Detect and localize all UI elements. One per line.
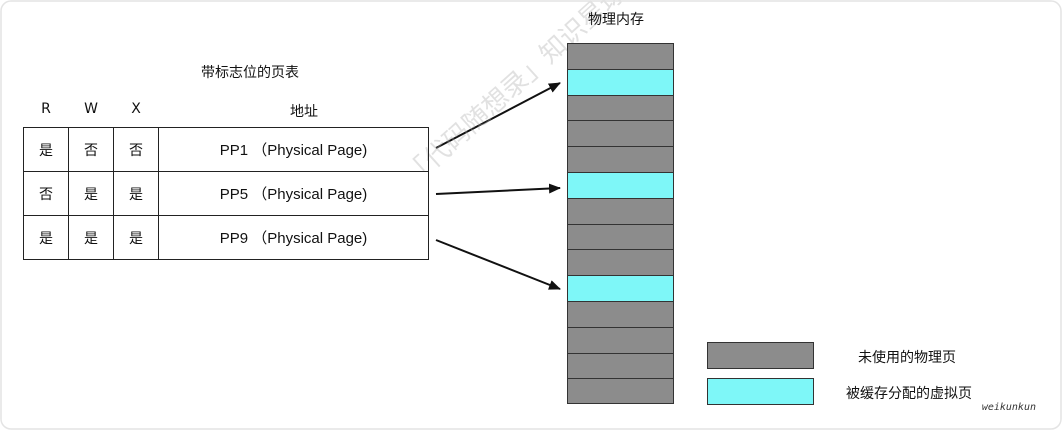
cell-x: 是 (113, 171, 159, 216)
physical-memory (567, 43, 674, 405)
header-r: R (41, 101, 51, 117)
legend-swatch-unused (707, 342, 814, 369)
legend-label-cached: 被缓存分配的虚拟页 (846, 386, 972, 402)
legend-swatch-cached (707, 378, 814, 405)
table-row: 否 是 是 PP5 （Physical Page) (23, 171, 429, 216)
page-table-title: 带标志位的页表 (201, 65, 299, 81)
table-row: 是 是 是 PP9 （Physical Page) (23, 215, 429, 260)
cell-x: 是 (113, 215, 159, 260)
arrow-pp9 (435, 239, 561, 290)
cell-address: PP9 （Physical Page) (158, 215, 429, 260)
header-address: 地址 (290, 104, 318, 120)
memory-block-unused (567, 249, 674, 276)
header-w: W (84, 101, 98, 117)
memory-block-unused (567, 197, 674, 224)
memory-title: 物理内存 (588, 12, 644, 28)
cell-w: 否 (68, 127, 114, 172)
memory-block-cached (567, 171, 674, 198)
memory-block-unused (567, 94, 674, 121)
memory-block-cached (567, 275, 674, 301)
cell-r: 是 (23, 215, 69, 260)
memory-block-unused (567, 120, 674, 147)
page-table: 是 否 否 PP1 （Physical Page) 否 是 是 PP5 （Phy… (23, 127, 429, 260)
arrow-pp5 (435, 183, 561, 195)
legend-label-unused: 未使用的物理页 (858, 350, 956, 366)
memory-block-unused (567, 352, 674, 379)
cell-w: 是 (68, 171, 114, 216)
memory-block-unused (567, 43, 674, 69)
table-row: 是 否 否 PP1 （Physical Page) (23, 127, 429, 172)
memory-block-cached (567, 68, 674, 95)
cell-address: PP5 （Physical Page) (158, 171, 429, 216)
cell-r: 否 (23, 171, 69, 216)
memory-block-unused (567, 300, 674, 327)
memory-block-unused (567, 146, 674, 172)
header-x: X (131, 101, 141, 117)
cell-w: 是 (68, 215, 114, 260)
memory-block-unused (567, 378, 674, 405)
memory-block-unused (567, 326, 674, 353)
cell-x: 否 (113, 127, 159, 172)
memory-block-unused (567, 223, 674, 250)
author-credit: weikunkun (981, 402, 1036, 413)
cell-r: 是 (23, 127, 69, 172)
cell-address: PP1 （Physical Page) (158, 127, 429, 172)
